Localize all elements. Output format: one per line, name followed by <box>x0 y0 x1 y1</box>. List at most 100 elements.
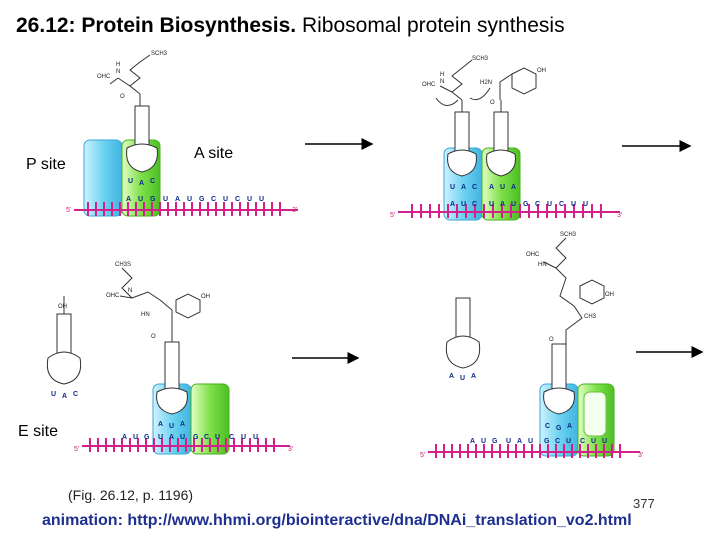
mol-oh: OH <box>537 68 546 74</box>
panel-3: OH U A C A U A CH3S OH OHC HN N O <box>46 262 293 455</box>
nt-11: U <box>591 438 596 445</box>
mol-n: N <box>440 79 444 85</box>
mol-o: O <box>490 100 495 106</box>
animation-link[interactable]: animation: http://www.hhmi.org/biointera… <box>42 512 632 529</box>
nt-3: C <box>472 201 477 208</box>
e-site-label: E site <box>18 423 59 440</box>
mrna-ticks <box>87 202 281 216</box>
title-rest: Ribosomal protein synthesis <box>296 14 565 37</box>
nt-6: U <box>187 196 192 203</box>
nt-7: G <box>193 434 199 441</box>
trna-stem <box>551 343 567 393</box>
free-anticodon-3: C <box>73 391 78 398</box>
trna-body-2 <box>486 149 516 177</box>
released-trna-stem <box>455 297 471 341</box>
anticodon-3: A <box>180 421 185 428</box>
mol-top: SCH3 <box>560 232 577 238</box>
nt-9: U <box>547 201 552 208</box>
trna-body <box>126 143 158 173</box>
anticodon-1: U <box>128 178 133 185</box>
nt-5: A <box>175 196 180 203</box>
free-anticodon-2: U <box>460 375 465 382</box>
title-bold: 26.12: Protein Biosynthesis. <box>16 14 297 37</box>
trna-stem-2 <box>493 111 509 153</box>
mol-ohc: OHC <box>97 74 111 80</box>
nt-1: A <box>470 438 475 445</box>
nt-4: U <box>506 438 511 445</box>
mol-oh: OH <box>201 294 210 300</box>
mol-top: CH3S <box>115 262 131 268</box>
mol-ohc: OHC <box>106 293 120 299</box>
nt-2: U <box>138 196 143 203</box>
figure-caption: (Fig. 26.12, p. 1196) <box>68 487 194 503</box>
page-number: 377 <box>633 496 655 511</box>
mrna-ticks <box>411 204 602 218</box>
panel-1: U A C SCH3 H N OHC O 5' 3' <box>66 51 298 217</box>
five-prime: 5' <box>66 207 71 214</box>
panel-2: U A C A U A SCH3 H N OHC O OH H2N <box>390 56 622 221</box>
released-trna-body <box>46 351 82 385</box>
anticodon-2: U <box>169 423 174 430</box>
nt-8: C <box>204 434 209 441</box>
mrna-codons: A U G U A U G C U C U U <box>122 434 258 441</box>
dipeptide-molecule <box>435 59 537 112</box>
slide-title: 26.12: Protein Biosynthesis. Ribosomal p… <box>16 14 565 38</box>
nt-5: A <box>517 438 522 445</box>
mrna-codons: A U C U A U G C U C U U <box>450 201 588 208</box>
nt-3: G <box>144 434 150 441</box>
nt-11: U <box>571 201 576 208</box>
nt-9: U <box>215 434 220 441</box>
nt-6: U <box>180 434 185 441</box>
anticodon-1a: U <box>450 184 455 191</box>
nt-3: G <box>150 196 156 203</box>
released-trna-body <box>445 335 481 369</box>
nt-9: U <box>223 196 228 203</box>
nt-1: A <box>450 201 455 208</box>
anticodon-1c: C <box>472 184 477 191</box>
three-prime: 3' <box>292 207 297 214</box>
anticodon-1b: A <box>461 184 466 191</box>
anticodon-2: G <box>556 425 562 432</box>
mol-nh: H <box>440 72 444 78</box>
nt-6: U <box>528 438 533 445</box>
nt-10: C <box>580 438 585 445</box>
nt-12: U <box>253 434 258 441</box>
five-prime: 5' <box>74 446 79 453</box>
mol-oh: OH <box>605 292 614 298</box>
nt-10: C <box>559 201 564 208</box>
trna-stem <box>134 105 150 147</box>
a-site-box <box>190 383 230 455</box>
nt-4: U <box>163 196 168 203</box>
mol-n: N <box>128 288 132 294</box>
trna-stem <box>164 341 180 391</box>
trna-stem-1 <box>454 111 470 153</box>
mol-top: SCH3 <box>472 56 489 62</box>
mol-o: O <box>549 337 554 343</box>
free-anticodon-1: U <box>51 391 56 398</box>
five-prime: 5' <box>420 452 425 459</box>
five-prime: 5' <box>390 212 395 219</box>
nt-11: U <box>241 434 246 441</box>
mrna-codons: A U G U A U G C U C U U <box>126 196 264 203</box>
a-site-label: A site <box>194 145 234 162</box>
nt-1: A <box>126 196 131 203</box>
nt-7: G <box>199 196 205 203</box>
free-anticodon-1: A <box>449 373 454 380</box>
three-prime: 3' <box>617 212 622 219</box>
nt-8: C <box>211 196 216 203</box>
nt-6: U <box>511 201 516 208</box>
mrna-codons: A U G U A U G C U C U U <box>470 438 607 445</box>
nt-3: G <box>492 438 498 445</box>
trna-body-1 <box>447 149 477 177</box>
mol-hn: HN <box>141 312 150 318</box>
trna-body <box>543 387 575 415</box>
nt-11: U <box>247 196 252 203</box>
mol-ohc: OHC <box>526 252 540 258</box>
nt-12: U <box>602 438 607 445</box>
mol-o: O <box>151 334 156 340</box>
anticodon-2a: A <box>489 184 494 191</box>
anticodon-3: C <box>150 178 155 185</box>
anticodon-2: A <box>139 180 144 187</box>
nt-5: A <box>169 434 174 441</box>
